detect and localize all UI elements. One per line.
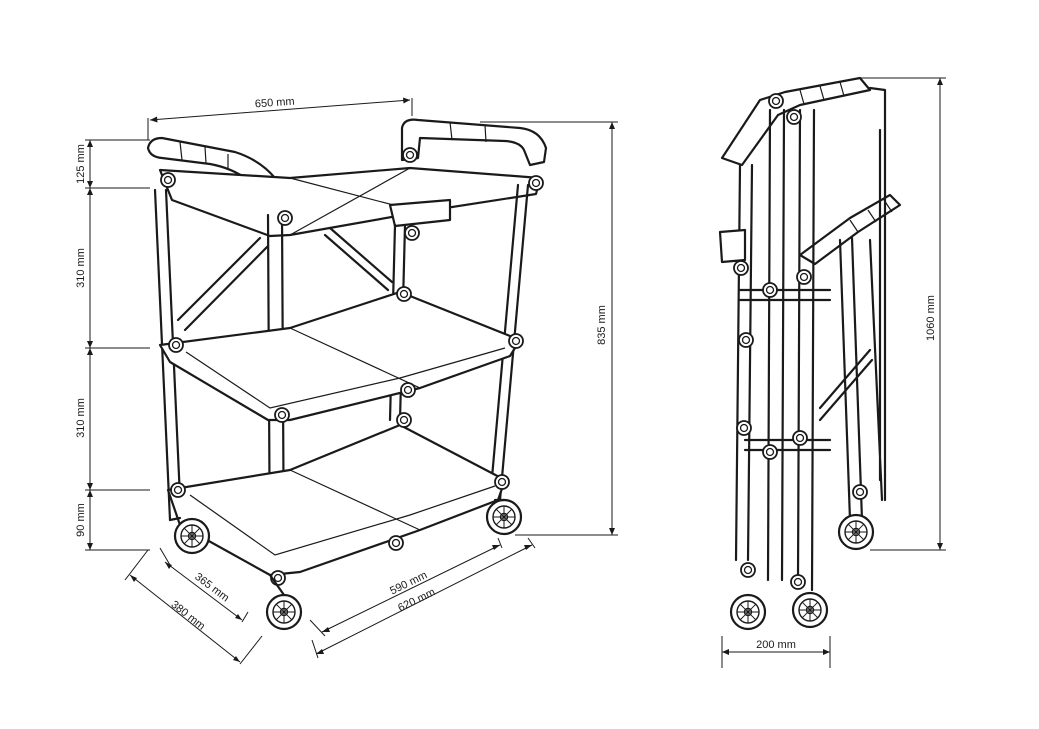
cart-cross-brace [176, 226, 394, 332]
folded-frame [734, 86, 887, 592]
dim-folded-height: 1060 mm [925, 295, 937, 341]
folded-handle-top [720, 76, 872, 167]
folded-handle-lower [798, 193, 902, 266]
cart-bottom-shelf [166, 423, 507, 577]
dim-width-top: 650 mm [255, 96, 295, 111]
dim-shelf-gap-lower: 310 mm [75, 398, 87, 438]
cart-middle-shelf [158, 290, 522, 422]
dim-bottom-clearance: 90 mm [75, 503, 87, 537]
dim-handle-height: 125 mm [75, 144, 87, 184]
dim-depth-outer: 380 mm [168, 599, 207, 633]
dim-total-height: 835 mm [596, 305, 608, 345]
dim-shelf-gap-upper: 310 mm [75, 248, 87, 288]
cart-handle-right [400, 118, 548, 167]
cart-assembled [146, 118, 548, 631]
dim-folded-depth: 200 mm [756, 639, 796, 651]
cart-folded [718, 76, 902, 631]
